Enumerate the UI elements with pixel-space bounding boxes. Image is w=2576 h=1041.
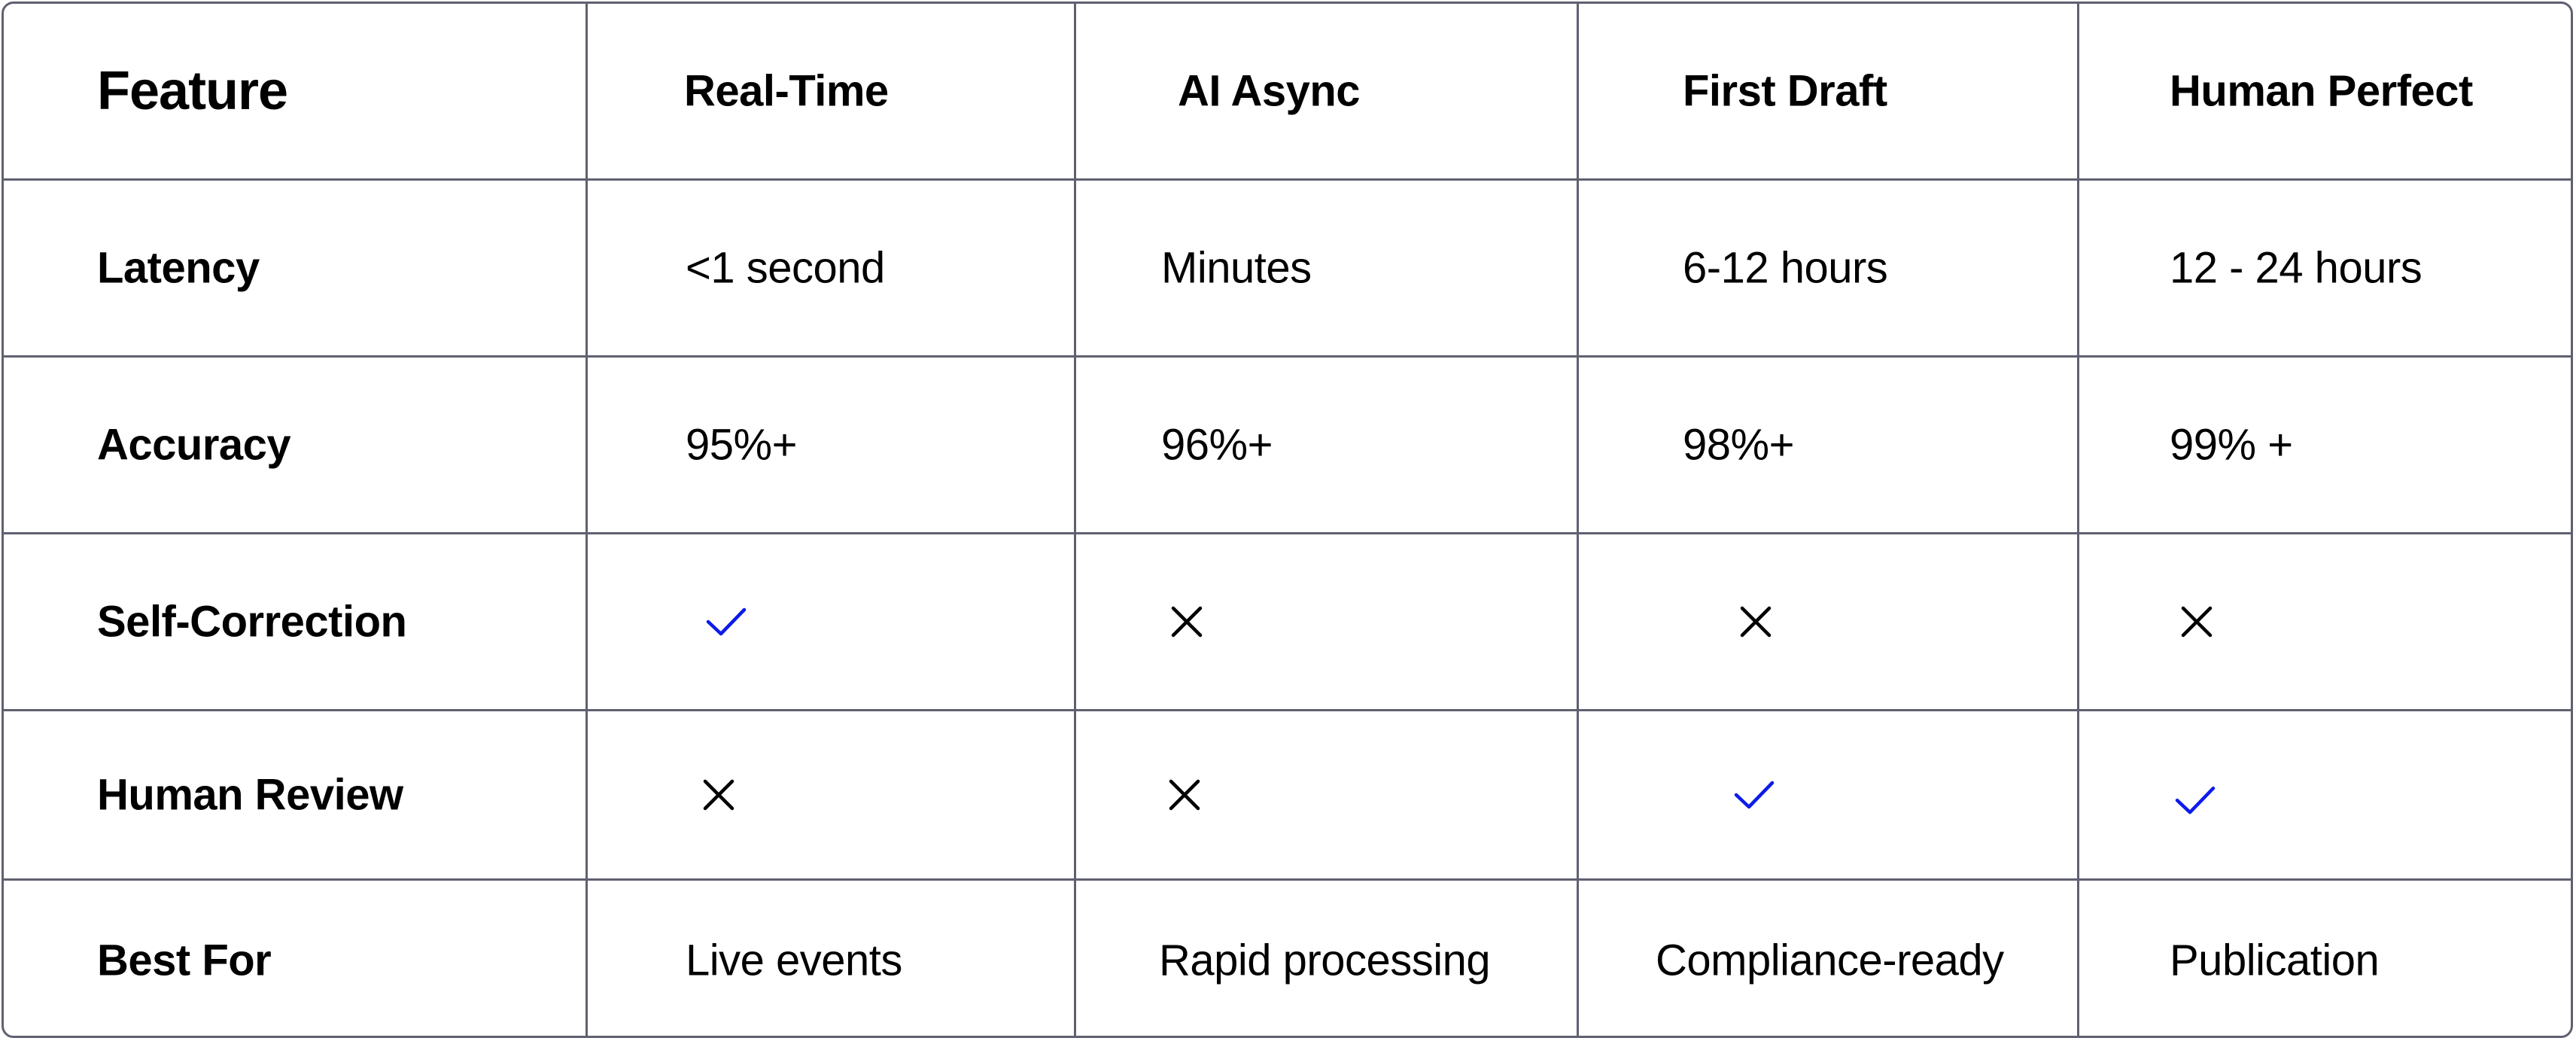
row-label-accuracy: Accuracy bbox=[97, 420, 291, 470]
check-icon bbox=[2173, 778, 2218, 823]
table-cell bbox=[2079, 711, 2571, 878]
header-cell-feature: Feature bbox=[4, 4, 588, 178]
header-ai-async: AI Async bbox=[1178, 66, 1361, 116]
best-for-ai-async: Rapid processing bbox=[1159, 936, 1491, 985]
cross-icon bbox=[1162, 772, 1207, 817]
latency-ai-async: Minutes bbox=[1161, 243, 1312, 293]
header-feature: Feature bbox=[97, 61, 288, 121]
table-cell: 12 - 24 hours bbox=[2079, 181, 2571, 355]
header-cell-real-time: Real-Time bbox=[588, 4, 1076, 178]
table-cell: Minutes bbox=[1076, 181, 1579, 355]
table-cell bbox=[1579, 534, 2079, 709]
cross-icon bbox=[2174, 599, 2219, 644]
header-cell-human-perfect: Human Perfect bbox=[2079, 4, 2571, 178]
table-cell: Rapid processing bbox=[1076, 881, 1579, 1036]
header-cell-ai-async: AI Async bbox=[1076, 4, 1579, 178]
row-label-cell: Human Review bbox=[4, 711, 588, 878]
row-label-cell: Best For bbox=[4, 881, 588, 1036]
table-row-latency: Latency <1 second Minutes 6-12 hours 12 … bbox=[4, 181, 2571, 358]
latency-real-time: <1 second bbox=[686, 243, 885, 293]
table-cell bbox=[1076, 711, 1579, 878]
table-cell: 99% + bbox=[2079, 358, 2571, 532]
table-cell: Live events bbox=[588, 881, 1076, 1036]
row-label-human-review: Human Review bbox=[97, 770, 403, 820]
accuracy-ai-async: 96%+ bbox=[1161, 420, 1273, 470]
accuracy-human-perfect: 99% + bbox=[2170, 420, 2293, 470]
table-cell: 98%+ bbox=[1579, 358, 2079, 532]
table-row-accuracy: Accuracy 95%+ 96%+ 98%+ 99% + bbox=[4, 358, 2571, 534]
header-real-time: Real-Time bbox=[684, 66, 889, 116]
best-for-real-time: Live events bbox=[686, 936, 902, 985]
row-label-cell: Latency bbox=[4, 181, 588, 355]
row-label-self-correction: Self-Correction bbox=[97, 597, 407, 647]
table-cell bbox=[588, 534, 1076, 709]
header-row: Feature Real-Time AI Async First Draft H… bbox=[4, 4, 2571, 181]
latency-first-draft: 6-12 hours bbox=[1683, 243, 1888, 293]
header-human-perfect: Human Perfect bbox=[2170, 66, 2473, 116]
best-for-human-perfect: Publication bbox=[2170, 936, 2380, 985]
table-cell: Publication bbox=[2079, 881, 2571, 1036]
table-cell: <1 second bbox=[588, 181, 1076, 355]
table-cell bbox=[588, 711, 1076, 878]
best-for-first-draft: Compliance-ready bbox=[1656, 936, 2004, 985]
cross-icon bbox=[696, 772, 741, 817]
cross-icon bbox=[1733, 599, 1778, 644]
table-cell bbox=[1579, 711, 2079, 878]
check-icon bbox=[1732, 772, 1777, 817]
row-label-cell: Accuracy bbox=[4, 358, 588, 532]
row-label-latency: Latency bbox=[97, 243, 260, 293]
table-row-best-for: Best For Live events Rapid processing Co… bbox=[4, 881, 2571, 1036]
table-cell: 96%+ bbox=[1076, 358, 1579, 532]
table-cell bbox=[1076, 534, 1579, 709]
table-cell bbox=[2079, 534, 2571, 709]
accuracy-first-draft: 98%+ bbox=[1683, 420, 1794, 470]
row-label-cell: Self-Correction bbox=[4, 534, 588, 709]
table-row-self-correction: Self-Correction bbox=[4, 534, 2571, 711]
latency-human-perfect: 12 - 24 hours bbox=[2170, 243, 2422, 293]
table-row-human-review: Human Review bbox=[4, 711, 2571, 881]
check-icon bbox=[704, 599, 749, 644]
header-cell-first-draft: First Draft bbox=[1579, 4, 2079, 178]
row-label-best-for: Best For bbox=[97, 936, 272, 985]
table-cell: Compliance-ready bbox=[1579, 881, 2079, 1036]
table-cell: 95%+ bbox=[588, 358, 1076, 532]
table-cell: 6-12 hours bbox=[1579, 181, 2079, 355]
cross-icon bbox=[1164, 599, 1209, 644]
header-first-draft: First Draft bbox=[1683, 66, 1887, 116]
accuracy-real-time: 95%+ bbox=[686, 420, 797, 470]
